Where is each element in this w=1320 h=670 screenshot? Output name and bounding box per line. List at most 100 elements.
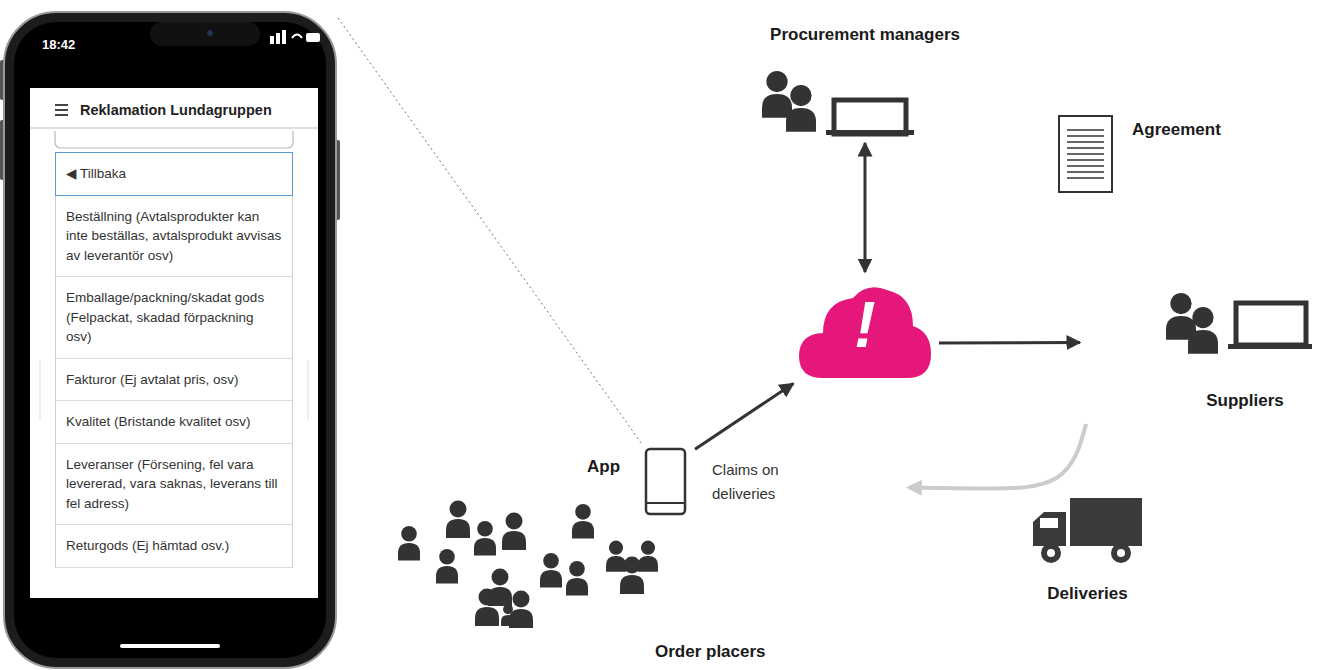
node-label: Deliveries [1020, 584, 1155, 604]
phone-mockup-part [120, 644, 220, 648]
phone-mockup-part [30, 127, 318, 129]
actor-group: Procurement managers [745, 25, 985, 137]
app-phone-icon-part [646, 502, 685, 504]
phone-mockup-part [55, 109, 68, 111]
delivery-truck-part [1040, 518, 1058, 528]
delivery-truck-part [1111, 543, 1131, 563]
agreement-document-part-part [1067, 171, 1104, 173]
procurement-icons [762, 71, 914, 135]
phone-mockup-part [30, 88, 318, 128]
node-label: Suppliers [1182, 391, 1308, 411]
node-label: Order placers [655, 642, 766, 662]
order-placer-crowd-part [606, 541, 626, 572]
option-label: ◀ Tillbaka [66, 164, 282, 184]
supplier-icons [1166, 293, 1312, 354]
option-label: Kvalitet (Bristande kvalitet osv) [66, 412, 282, 432]
agreement-document-part-part [1067, 129, 1104, 131]
supplier-icons-part [1236, 303, 1306, 345]
option-label: Returgods (Ej hämtad osv.) [66, 536, 282, 556]
document-icon: Agreement [1055, 112, 1255, 197]
agreement-document [1059, 116, 1112, 192]
phone-mockup [0, 12, 340, 668]
dropdown-option: Leveranser (Försening, fel vara leverera… [55, 444, 293, 526]
app-icon: App [580, 445, 690, 520]
order-placer-crowd-part [475, 589, 499, 627]
order-placer-crowd-part [446, 501, 470, 539]
order-placer-crowd-part [620, 557, 644, 595]
phone-mockup-part [207, 30, 213, 36]
agreement-document-part [1059, 116, 1112, 192]
option-label: Emballage/packning/skadat gods (Felpacka… [66, 288, 282, 347]
delivery-truck-part [1070, 498, 1142, 546]
agreement-document-part-part [1067, 147, 1104, 149]
dropdown-option: Fakturor (Ej avtalat pris, osv) [55, 359, 293, 402]
delivery-truck-part [1033, 512, 1066, 546]
procurement-icons-part [786, 85, 816, 132]
agreement-document-part-part [1067, 153, 1104, 155]
dropdown-option: ◀ Tillbaka [55, 152, 293, 196]
cloud-shape: ! [795, 278, 935, 388]
phone-mockup-part [282, 30, 286, 44]
phone-mockup-part [150, 22, 260, 46]
dropdown-option: Kvalitet (Bristande kvalitet osv) [55, 401, 293, 444]
flow-arrow [695, 384, 793, 450]
order-placer-crowd-part [474, 521, 496, 555]
agreement-document-part-part [1067, 141, 1104, 143]
supplier-icons-part [1166, 293, 1196, 340]
delivery-truck-part [1117, 549, 1125, 557]
phone-mockup-part [276, 33, 280, 44]
actor-group: Suppliers [1082, 285, 1314, 422]
dropdown-option: Returgods (Ej hämtad osv.) [55, 525, 293, 568]
phone-mockup-part [4, 12, 336, 668]
phone-mockup: 18:42Reklamation Lundagruppen◀ TillbakaB… [0, 10, 338, 670]
order-placer-crowd-part [638, 541, 658, 572]
order-placer-crowd-part [540, 553, 562, 587]
phone-mockup-part [308, 360, 309, 420]
delivery-truck [1033, 498, 1142, 563]
agreement-document-part-part [1067, 177, 1104, 179]
flow-arrow [939, 341, 1080, 344]
phone-mockup-part [40, 360, 41, 420]
delivery-truck-part [1047, 549, 1055, 557]
agreement-document-part-part [1067, 159, 1104, 161]
procurement-icons-part [762, 71, 792, 118]
app-phone-icon [646, 449, 685, 514]
phone-mockup-part [55, 114, 68, 116]
dropdown-option: Beställning (Avtalsprodukter kan inte be… [55, 196, 293, 278]
node-label: App [587, 457, 620, 477]
flow-arrow [864, 143, 867, 272]
order-placer-crowd [398, 501, 658, 629]
phone-mockup-part [14, 22, 326, 658]
supplier-icons-part [1228, 344, 1312, 349]
leader-line [338, 18, 642, 443]
agreement-document-part-part [1067, 135, 1104, 137]
dropdown-option: Emballage/packning/skadat gods (Felpacka… [55, 277, 293, 359]
phone-mockup-part [306, 33, 320, 42]
option-label: Leveranser (Försening, fel vara leverera… [66, 455, 282, 514]
order-placer-crowd-part [398, 526, 420, 560]
node-label: Agreement [1132, 120, 1221, 140]
actor-crowd: Order placers [390, 478, 905, 668]
order-placer-crowd-part [572, 504, 594, 538]
order-placer-crowd-part [501, 604, 515, 626]
edge-label: Claims on deliveries [712, 458, 804, 506]
phone-mockup-part [30, 88, 318, 598]
supplier-icons-part [1188, 307, 1218, 354]
node-label: ! [795, 290, 935, 360]
phone-mockup-part [55, 131, 293, 148]
option-label: Beställning (Avtalsprodukter kan inte be… [66, 207, 282, 266]
procurement-icons-part [834, 100, 906, 134]
order-placer-crowd-part [436, 549, 458, 583]
node-label: Procurement managers [745, 25, 985, 45]
order-placer-crowd-part [502, 513, 526, 551]
app-phone-icon-part [646, 449, 685, 514]
app-title: Reklamation Lundagruppen [80, 102, 272, 118]
option-label: Fakturor (Ej avtalat pris, osv) [66, 370, 282, 390]
delivery-truck-part [1041, 543, 1061, 563]
phone-mockup-part [270, 36, 274, 44]
order-placer-crowd-part [566, 561, 588, 595]
agreement-document-part [1067, 130, 1104, 178]
delivery-arrow [909, 424, 1086, 489]
procurement-icons-part [826, 130, 914, 135]
